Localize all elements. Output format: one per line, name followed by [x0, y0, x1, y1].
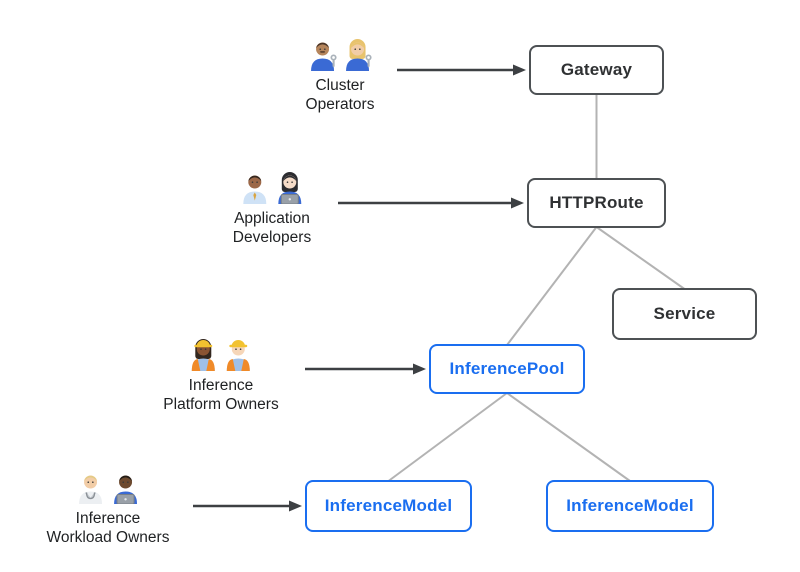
- connector-line: [506, 392, 631, 482]
- connector-line: [506, 226, 598, 346]
- actor-inference-platform-owners: Inference Platform Owners: [163, 337, 279, 414]
- person-icon: [191, 339, 215, 371]
- inference-platform-owners-emoji-icon: [163, 337, 278, 371]
- actor-application-developers: Application Developers: [233, 170, 311, 247]
- actor-inference-platform-owners-label: Inference Platform Owners: [163, 376, 278, 414]
- arrowhead-icon: [289, 500, 302, 512]
- connector-line: [595, 226, 686, 290]
- connector-line: [387, 392, 508, 482]
- node-httproute-label: HTTPRoute: [549, 193, 644, 212]
- person-icon: [278, 172, 301, 204]
- person-icon: [345, 39, 372, 71]
- node-inferencepool-label: InferencePool: [449, 359, 565, 378]
- person-icon: [114, 475, 137, 504]
- actor-inference-workload-owners: Inference Workload Owners: [47, 470, 170, 547]
- node-gateway: Gateway: [529, 45, 664, 95]
- node-inferencemodel-left: InferenceModel: [305, 480, 472, 532]
- node-inferencemodel-right-label: InferenceModel: [566, 496, 694, 515]
- arrowhead-icon: [511, 197, 524, 209]
- label-line: Platform Owners: [163, 396, 279, 413]
- actor-cluster-operators-label: Cluster Operators: [306, 76, 375, 114]
- person-icon: [310, 42, 337, 71]
- person-icon: [79, 475, 102, 504]
- label-line: Cluster: [315, 77, 365, 94]
- person-icon: [226, 339, 250, 371]
- label-line: Developers: [232, 229, 312, 246]
- node-service-label: Service: [653, 304, 716, 323]
- actor-application-developers-label: Application Developers: [233, 209, 311, 247]
- label-line: Inference: [75, 510, 141, 527]
- inference-workload-owners-emoji-icon: [47, 470, 170, 504]
- label-line: Application: [234, 210, 310, 227]
- arrowhead-icon: [413, 363, 426, 375]
- label-line: Workload Owners: [46, 529, 170, 546]
- node-inferencepool: InferencePool: [429, 344, 585, 394]
- node-service: Service: [612, 288, 757, 340]
- node-httproute: HTTPRoute: [527, 178, 666, 228]
- arrowhead-icon: [513, 64, 526, 76]
- node-inferencemodel-right: InferenceModel: [546, 480, 714, 532]
- actor-cluster-operators: Cluster Operators: [306, 37, 375, 114]
- person-icon: [243, 175, 266, 204]
- cluster-operators-emoji-icon: [306, 37, 375, 71]
- node-gateway-label: Gateway: [560, 60, 633, 79]
- node-inferencemodel-left-label: InferenceModel: [324, 496, 453, 515]
- application-developers-emoji-icon: [233, 170, 311, 204]
- label-line: Operators: [305, 96, 375, 113]
- actor-inference-workload-owners-label: Inference Workload Owners: [47, 509, 170, 547]
- label-line: Inference: [188, 377, 254, 394]
